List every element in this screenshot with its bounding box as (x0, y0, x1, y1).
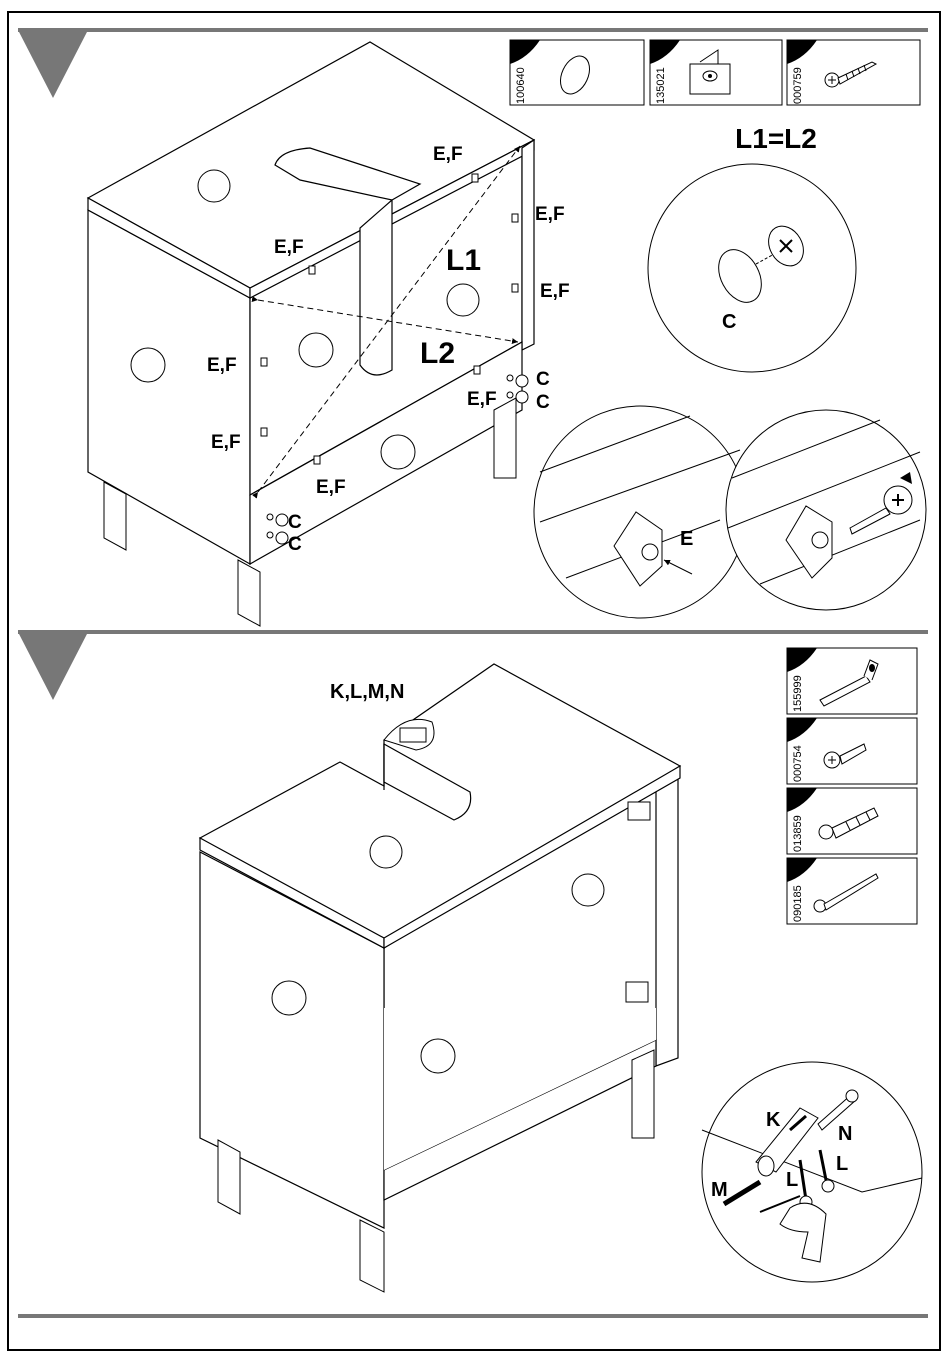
part-box-1: 100640 (510, 40, 644, 105)
c-label: C (722, 311, 736, 333)
part-box-2: 135021 (650, 40, 782, 105)
ef-label: E,F (467, 389, 497, 410)
part-code: 100640 (515, 67, 527, 104)
part-code: 013859 (792, 815, 804, 852)
l-label: L (836, 1153, 848, 1175)
l-label: L (786, 1169, 798, 1191)
ef-label: E,F (211, 432, 241, 453)
step-2-title: K,L,M,N (330, 681, 404, 703)
step-1-section: 100640 135021 000759 L1 (18, 28, 928, 626)
part-box-4: 155999 (787, 648, 917, 714)
diagonal-l1-label: L1 (446, 244, 481, 277)
detail-bracket-e: E (534, 406, 746, 618)
part-box-7: 090185 (787, 858, 917, 924)
cabinet-step2 (200, 664, 680, 1228)
c-label: C (288, 534, 302, 555)
ef-label: E,F (540, 281, 570, 302)
n-label: N (838, 1123, 852, 1145)
ef-label: E,F (207, 355, 237, 376)
part-box-3: 000759 (787, 40, 920, 105)
ef-label: E,F (535, 204, 565, 225)
m-label: M (711, 1179, 728, 1201)
ef-label: E,F (316, 477, 346, 498)
footer-bar (18, 1314, 928, 1318)
detail-screw-f (726, 410, 926, 610)
part-code: 155999 (792, 675, 804, 712)
step-2-triangle-icon (18, 632, 88, 700)
c-label: C (288, 512, 302, 533)
c-label: C (536, 369, 550, 390)
k-label: K (766, 1109, 781, 1131)
diagonal-l2-label: L2 (420, 337, 455, 370)
e-label: E (680, 528, 693, 550)
part-box-5: 000754 (787, 718, 917, 784)
equal-diagonals-label: L1=L2 (735, 123, 817, 154)
detail-cap: C (648, 164, 856, 372)
detail-wall-mount: K N L L M (702, 1062, 922, 1282)
step-1-triangle-icon (18, 30, 88, 98)
step-1-header-bar (18, 28, 928, 32)
step-2-header-bar (18, 630, 928, 634)
part-code: 090185 (792, 885, 804, 922)
ef-label: E,F (433, 144, 463, 165)
part-code: 135021 (655, 67, 667, 104)
part-code: 000754 (792, 745, 804, 782)
step-2-section: K,L,M,N 155999 000754 01385 (18, 630, 928, 1292)
part-box-6: 013859 (787, 788, 917, 854)
part-code: 000759 (792, 67, 804, 104)
ef-label: E,F (274, 237, 304, 258)
c-label: C (536, 392, 550, 413)
